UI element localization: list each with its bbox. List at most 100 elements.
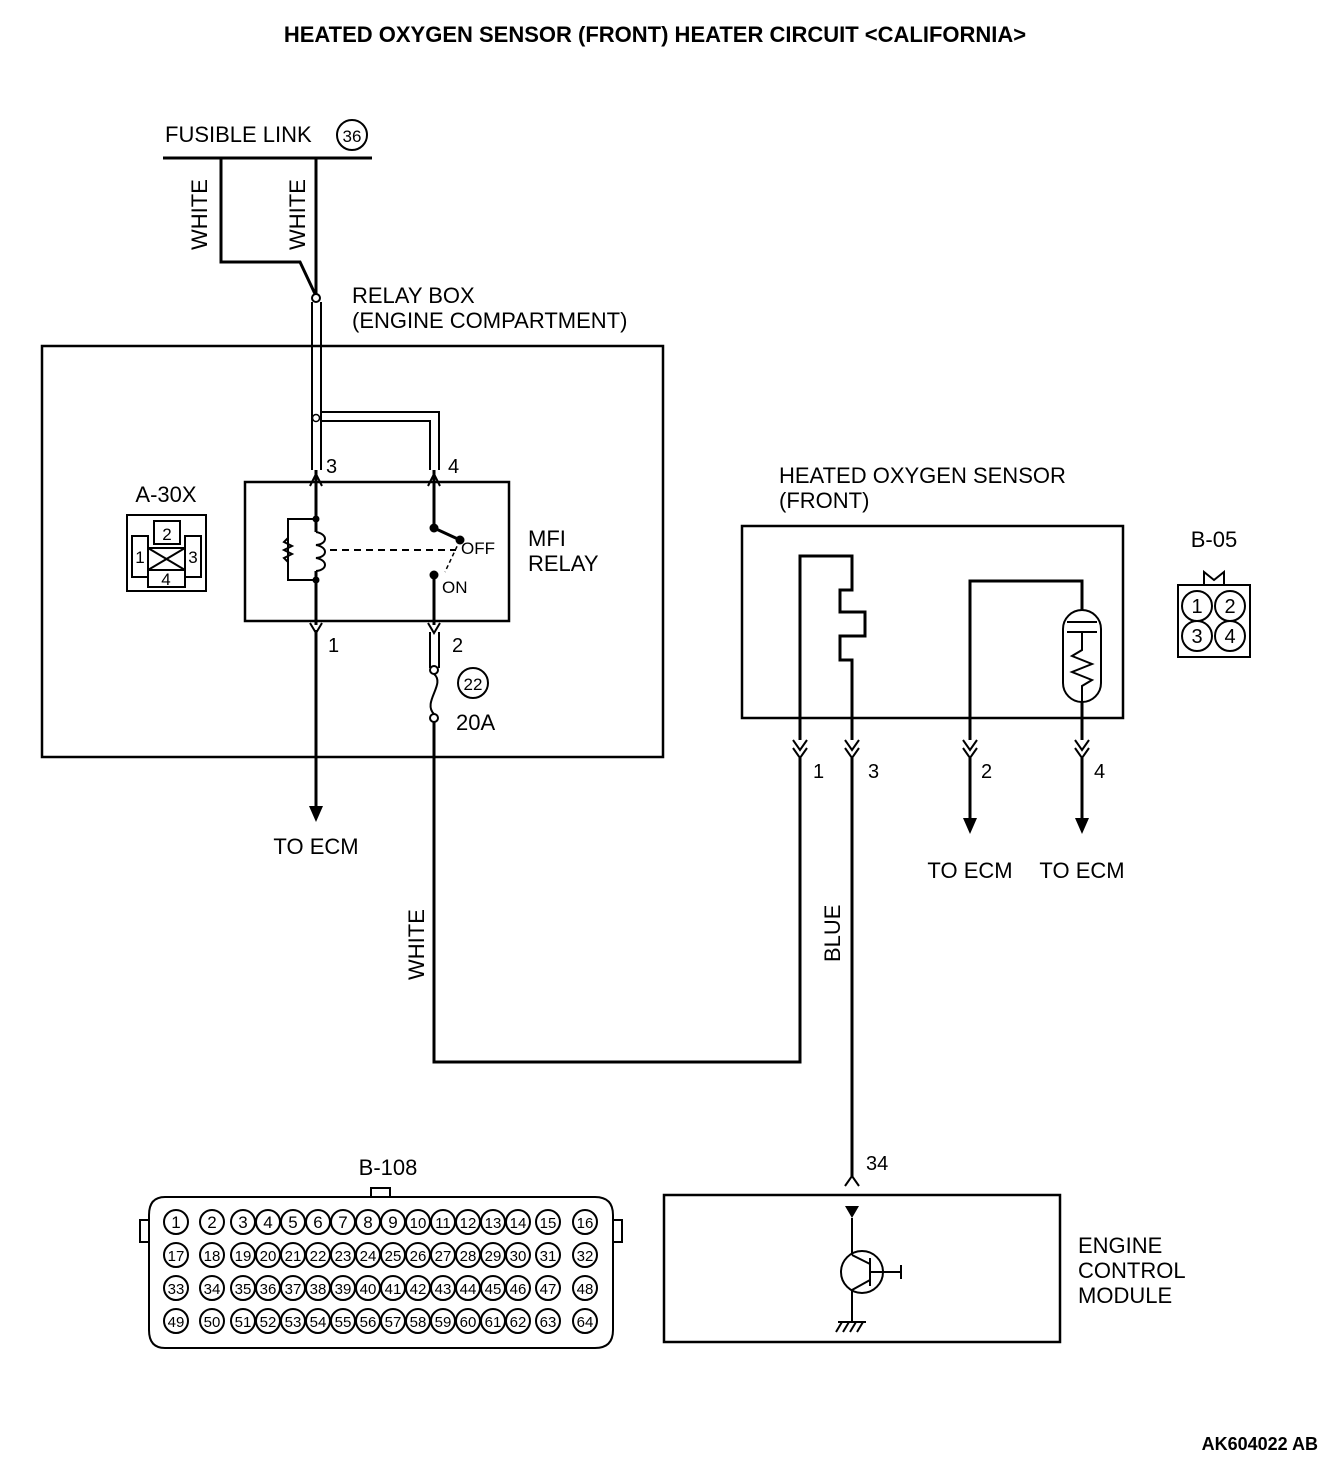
sensor-pin-4: 4 bbox=[1094, 761, 1105, 783]
connector-b108-pin-59: 59 bbox=[435, 1314, 452, 1331]
connector-b108-pin-3: 3 bbox=[238, 1213, 247, 1232]
relay-to-ecm-wire: TO ECM bbox=[273, 630, 359, 859]
fusible-link: FUSIBLE LINK 36 bbox=[163, 119, 372, 160]
sensor-title-line2: (FRONT) bbox=[779, 488, 869, 513]
connector-a30x-id: A-30X bbox=[135, 482, 196, 507]
ecm-name-line1: ENGINE bbox=[1078, 1233, 1162, 1258]
connector-b108-pin-28: 28 bbox=[460, 1248, 477, 1265]
connector-b108-pin-circle bbox=[199, 1242, 225, 1268]
wire-color-sensor-to-ecm: BLUE bbox=[820, 905, 845, 962]
connector-b108-pin-56: 56 bbox=[360, 1314, 377, 1331]
connector-b05-pin-2: 2 bbox=[1224, 596, 1235, 618]
fusible-link-wires: WHITE WHITE bbox=[187, 158, 321, 303]
connector-b108-pin-54: 54 bbox=[310, 1314, 327, 1331]
connector-b05-pin-1: 1 bbox=[1191, 596, 1202, 618]
sensor-to-ecm-right: TO ECM bbox=[1039, 858, 1124, 883]
connector-b108-pin-27: 27 bbox=[435, 1248, 452, 1265]
connector-b108-pin-circle bbox=[505, 1242, 531, 1268]
connector-b108-pin-25: 25 bbox=[385, 1248, 402, 1265]
wire-color-fusible-left: WHITE bbox=[187, 179, 212, 250]
wire-sensor-to-ecm: BLUE 34 bbox=[820, 758, 888, 1187]
connector-b108-pin-11: 11 bbox=[435, 1215, 451, 1232]
connector-b108-pin-49: 49 bbox=[168, 1314, 185, 1331]
connector-b108-pin-29: 29 bbox=[485, 1248, 502, 1265]
figure-code: AK604022 AB bbox=[1202, 1434, 1318, 1454]
fusible-link-number: 36 bbox=[343, 127, 362, 146]
mfi-relay-outline bbox=[243, 480, 511, 623]
connector-b108-pin-34: 34 bbox=[204, 1281, 221, 1298]
connector-b108-pin-45: 45 bbox=[485, 1281, 502, 1298]
connector-b108-pin-circle bbox=[505, 1308, 531, 1334]
sensor-to-ecm-left: TO ECM bbox=[927, 858, 1012, 883]
connector-b108-pin-19: 19 bbox=[235, 1248, 252, 1265]
relay-box-double-wires bbox=[311, 302, 440, 470]
sensor-to-ecm-wires: TO ECM TO ECM bbox=[927, 758, 1125, 883]
connector-b108-pin-30: 30 bbox=[510, 1248, 527, 1265]
connector-b108-pin-35: 35 bbox=[235, 1281, 252, 1298]
ecm-pin-34: 34 bbox=[866, 1153, 888, 1175]
connector-b108-pin-5: 5 bbox=[288, 1213, 297, 1232]
relay-to-ecm-label: TO ECM bbox=[273, 834, 358, 859]
ecm-outline bbox=[662, 1193, 1062, 1344]
connector-b108-pin-58: 58 bbox=[410, 1314, 427, 1331]
connector-b108-pin-53: 53 bbox=[285, 1314, 302, 1331]
connector-b108-pin-22: 22 bbox=[310, 1248, 327, 1265]
connector-b108-pin-circle bbox=[163, 1308, 189, 1334]
relay-switch-on: ON bbox=[442, 578, 468, 597]
connector-b108-pin-64: 64 bbox=[577, 1314, 594, 1331]
connector-b108-pin-circle bbox=[199, 1308, 225, 1334]
sensor-pin-1: 1 bbox=[813, 761, 824, 783]
relay-switch-off: OFF bbox=[461, 539, 495, 558]
ecm-name-line2: CONTROL bbox=[1078, 1258, 1186, 1283]
connector-b108-pin-circle bbox=[572, 1308, 598, 1334]
connector-b108-pin-7: 7 bbox=[338, 1213, 347, 1232]
fuse-number-circle bbox=[457, 667, 489, 699]
connector-b05-id: B-05 bbox=[1191, 527, 1237, 552]
connector-b108-pin-32: 32 bbox=[577, 1248, 594, 1265]
sensor-outline bbox=[740, 524, 1125, 720]
connector-b108-pin-9: 9 bbox=[388, 1213, 397, 1232]
connector-b108-pin-38: 38 bbox=[310, 1281, 327, 1298]
connector-b108-pin-17: 17 bbox=[168, 1248, 185, 1265]
ecm-name-line3: MODULE bbox=[1078, 1283, 1172, 1308]
connector-b108-pin-2: 2 bbox=[207, 1213, 216, 1232]
connector-b108-pin-circle bbox=[505, 1209, 531, 1235]
connector-b108-pin-26: 26 bbox=[410, 1248, 427, 1265]
connector-b108-pin-circle bbox=[535, 1242, 561, 1268]
relay-pin-2: 2 bbox=[452, 635, 463, 657]
connector-b108-pin-18: 18 bbox=[204, 1248, 221, 1265]
sensor-element bbox=[968, 579, 1102, 740]
wire-fuse-to-sensor: WHITE bbox=[404, 722, 802, 1064]
connector-b108-id: B-108 bbox=[359, 1155, 418, 1180]
connector-b108-pin-1: 1 bbox=[171, 1213, 180, 1232]
connector-b108-pin-47: 47 bbox=[540, 1281, 557, 1298]
wire-color-fusible-right: WHITE bbox=[285, 179, 310, 250]
connector-b108-pin-6: 6 bbox=[313, 1213, 322, 1232]
connector-b108-pin-circle bbox=[535, 1308, 561, 1334]
connector-b108-pin-62: 62 bbox=[510, 1314, 527, 1331]
connector-b108-pin-circle bbox=[535, 1275, 561, 1301]
connector-b108-pin-23: 23 bbox=[335, 1248, 352, 1265]
connector-b108-pin-20: 20 bbox=[260, 1248, 277, 1265]
connector-b108-pin-61: 61 bbox=[485, 1314, 502, 1331]
connector-b108-pin-14: 14 bbox=[510, 1215, 527, 1232]
connector-b108-pin-55: 55 bbox=[335, 1314, 352, 1331]
diagram-title: HEATED OXYGEN SENSOR (FRONT) HEATER CIRC… bbox=[284, 22, 1026, 47]
connector-b108-pin-4: 4 bbox=[263, 1213, 272, 1232]
connector-b108-pin-42: 42 bbox=[410, 1281, 427, 1298]
connector-a30x-pin-1: 1 bbox=[135, 548, 144, 567]
connector-b108-pin-12: 12 bbox=[460, 1215, 477, 1232]
mfi-relay: MFI RELAY 3 4 OFF ON 1 2 bbox=[243, 456, 599, 657]
connector-b108-pin-circle bbox=[535, 1209, 561, 1235]
connector-a30x-pin-2: 2 bbox=[162, 525, 171, 544]
connector-b05-pin-3: 3 bbox=[1191, 626, 1202, 648]
wire-color-relay-to-sensor: WHITE bbox=[404, 909, 429, 980]
connector-a30x-pin-3: 3 bbox=[188, 548, 197, 567]
ecm-transistor bbox=[835, 1206, 902, 1333]
sensor-heater-element bbox=[798, 554, 867, 740]
connector-b108-pin-39: 39 bbox=[335, 1281, 352, 1298]
connector-a30x-pin-4: 4 bbox=[161, 570, 170, 589]
